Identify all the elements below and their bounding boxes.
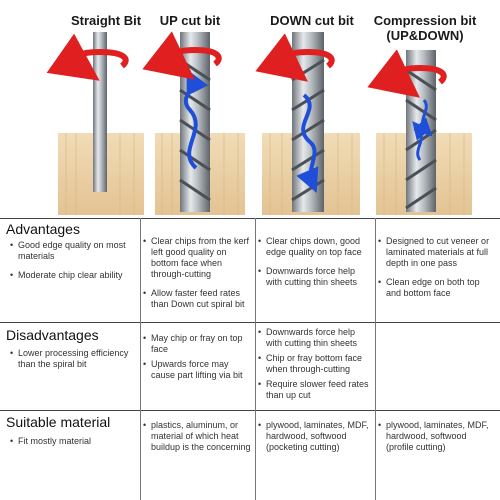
disadvantages-upcut: May chip or fray on top face Upwards for… [143, 333, 253, 385]
list-item: Upwards force may cause part lifting via… [143, 359, 253, 381]
header-compression-bit: Compression bit (UP&DOWN) [370, 13, 480, 43]
disadvantages-straight: Lower processing efficiency than the spi… [10, 348, 134, 378]
section-title-disadvantages: Disadvantages [6, 327, 99, 343]
list-item: Clear chips down, good edge quality on t… [258, 236, 372, 258]
straight-bit-shaft [93, 32, 107, 192]
list-item: May chip or fray on top face [143, 333, 253, 355]
suitable-compression: plywood, laminates, MDF, hardwood, softw… [378, 420, 496, 461]
suitable-straight: Fit mostly material [10, 436, 134, 455]
list-item: Clear chips from the kerf left good qual… [143, 236, 253, 280]
header-compression-title: Compression bit [373, 13, 477, 28]
advantages-downcut: Clear chips down, good edge quality on t… [258, 236, 372, 296]
section-divider-suitable [0, 410, 500, 411]
section-divider-disadvantages [0, 322, 500, 323]
list-item: Downwards force help with cutting thin s… [258, 266, 372, 288]
list-item: plywood, laminates, MDF, hardwood, softw… [378, 420, 496, 453]
suitable-downcut: plywood, laminates, MDF, hardwood, softw… [258, 420, 372, 461]
downcut-bit-figure [255, 32, 360, 215]
disadvantages-downcut: Downwards force help with cutting thin s… [258, 327, 372, 405]
column-divider-2 [255, 218, 256, 500]
list-item: Downwards force help with cutting thin s… [258, 327, 372, 349]
header-straight-bit: Straight Bit [70, 13, 142, 28]
list-item: Lower processing efficiency than the spi… [10, 348, 134, 370]
suitable-upcut: plastics, aluminum, or material of which… [143, 420, 253, 461]
chip-flow-arrow-compression-down [413, 99, 433, 137]
header-downcut-bit: DOWN cut bit [270, 13, 354, 28]
section-title-suitable-material: Suitable material [6, 414, 111, 430]
section-title-advantages: Advantages [6, 221, 80, 237]
rotation-arrow-straight [46, 33, 129, 81]
list-item: Designed to cut veneer or laminated mate… [378, 236, 496, 269]
column-divider-3 [375, 218, 376, 500]
list-item: Good edge quality on most materials [10, 240, 134, 262]
upcut-bit-figure [142, 31, 245, 215]
table-top-border [0, 218, 500, 219]
advantages-straight: Good edge quality on most materials Mode… [10, 240, 134, 289]
router-bits-illustration [46, 31, 472, 215]
straight-bit-figure [46, 32, 144, 215]
list-item: Fit mostly material [10, 436, 134, 447]
list-item: Clean edge on both top and bottom face [378, 277, 496, 299]
list-item: Moderate chip clear ability [10, 270, 134, 281]
column-divider-1 [140, 218, 141, 500]
chip-flow-arrow-up [183, 69, 209, 170]
rotation-arrow-upcut [142, 31, 222, 80]
header-compression-subtitle: (UP&DOWN) [386, 28, 464, 43]
header-upcut-bit: UP cut bit [159, 13, 221, 28]
list-item: plywood, laminates, MDF, hardwood, softw… [258, 420, 372, 453]
advantages-compression: Designed to cut veneer or laminated mate… [378, 236, 496, 307]
advantages-upcut: Clear chips from the kerf left good qual… [143, 236, 253, 318]
list-item: Allow faster feed rates than Down cut sp… [143, 288, 253, 310]
rotation-arrow-downcut [255, 33, 335, 82]
chip-flow-arrow-down [296, 93, 319, 194]
compression-bit-figure [367, 49, 472, 215]
list-item: plastics, aluminum, or material of which… [143, 420, 253, 453]
list-item: Require slower feed rates than up cut [258, 379, 372, 401]
list-item: Chip or fray bottom face when through-cu… [258, 353, 372, 375]
rotation-arrow-compression [367, 49, 447, 98]
